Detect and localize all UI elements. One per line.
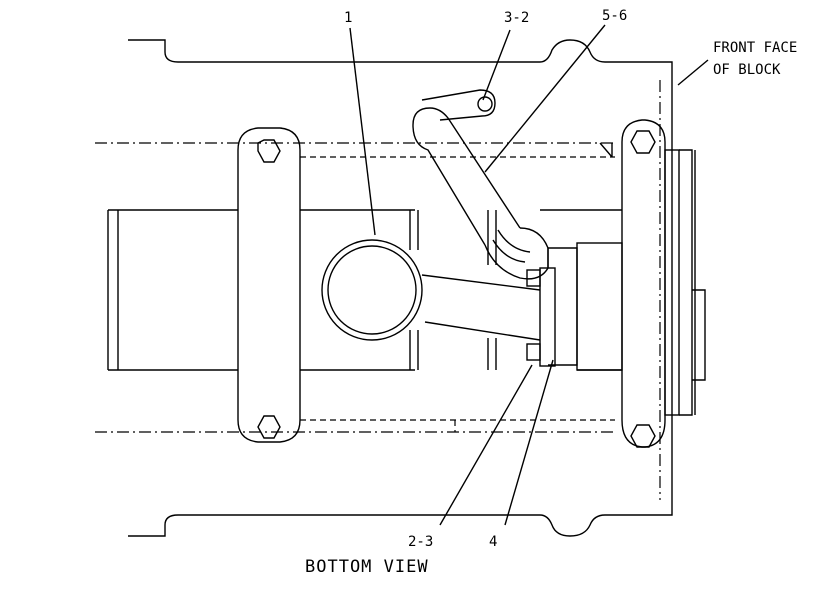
label-part-3-2: 3-2 [504,10,529,26]
front-seal-plate [664,149,706,416]
hex-bolt-icon [257,139,281,163]
hex-bolt-icon [257,415,281,439]
label-part-5-6: 5-6 [602,8,627,24]
outlet-tube [412,89,549,280]
pump-bolt-icon [526,269,541,287]
hex-bolt-icon [630,424,656,448]
label-part-2-3: 2-3 [408,534,433,550]
right-bearing-cap [621,119,666,448]
bracket-bolt-icon [477,96,493,112]
label-front-face: FRONT FACE [713,40,797,56]
view-title: BOTTOM VIEW [305,557,429,577]
engine-block-outline [128,39,673,537]
label-part-1: 1 [344,10,352,26]
label-part-4: 4 [489,534,497,550]
label-of-block: OF BLOCK [713,62,781,78]
suction-bell [321,239,423,341]
oil-pump-body [526,242,623,371]
hex-bolt-icon [630,130,656,154]
leader-lines [349,24,709,526]
center-lines [95,80,661,500]
hidden-lines [300,156,615,432]
oil-pan-rails [107,142,622,371]
suction-tube [421,274,541,341]
pump-bolt-icon [526,343,541,361]
left-bearing-cap [237,127,301,443]
